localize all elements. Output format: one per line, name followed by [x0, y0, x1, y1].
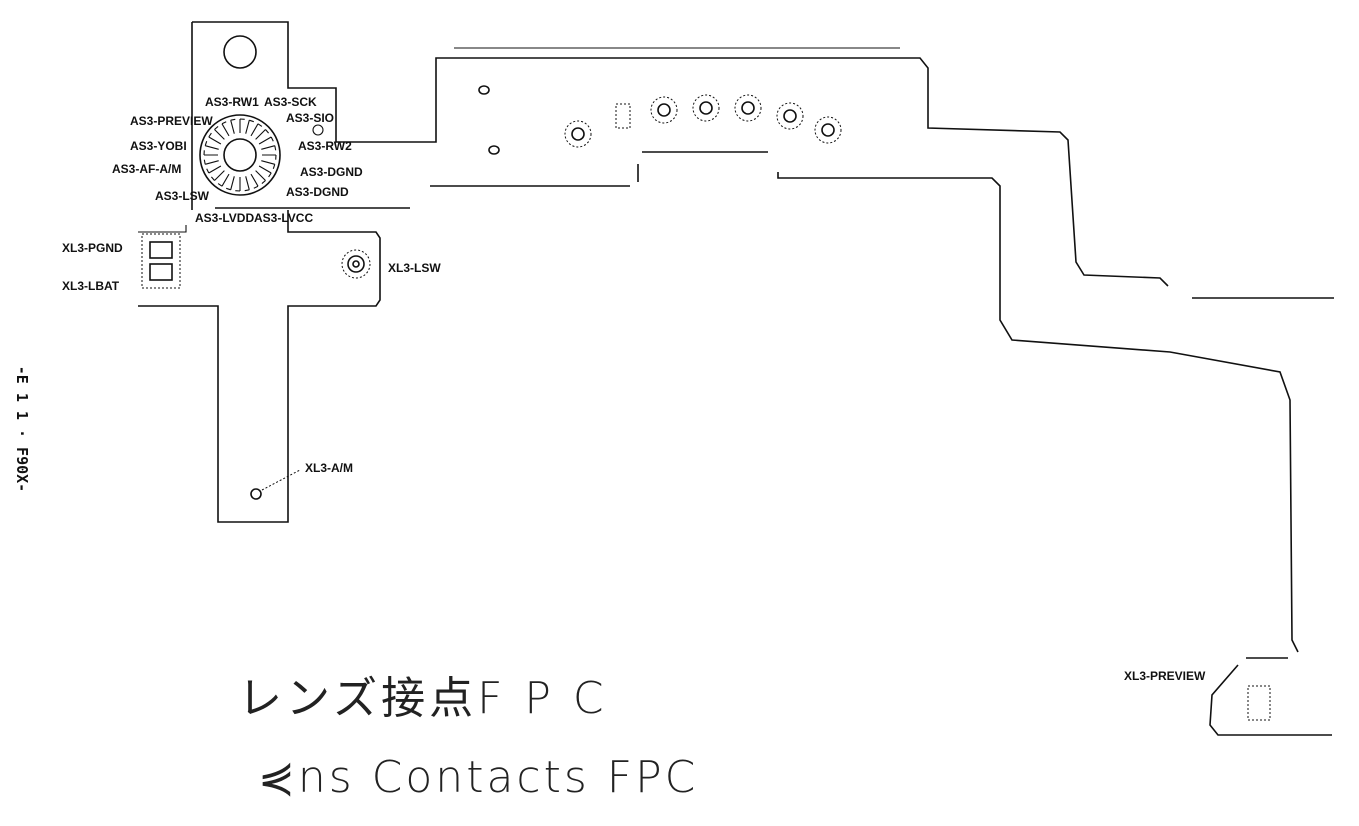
label-as3-sio: AS3-SIO [286, 111, 334, 125]
wheel-spoke [203, 159, 219, 165]
wheel-spoke [262, 154, 277, 160]
wheel-spoke [203, 150, 218, 156]
wheel-spoke [235, 177, 241, 192]
label-as3-dgnd-2: AS3-DGND [286, 185, 349, 199]
label-as3-preview: AS3-PREVIEW [130, 114, 213, 128]
contact-row [564, 94, 842, 148]
label-as3-lvdd: AS3-LVDD [195, 211, 254, 225]
label-as3-sck: AS3-SCK [264, 95, 317, 109]
wheel-spoke [261, 160, 276, 169]
mounting-hole [223, 35, 257, 69]
label-as3-lvcc: AS3-LVCC [254, 211, 313, 225]
wheel-spoke [258, 136, 274, 145]
contact-wheel [199, 114, 281, 196]
lsw-contact [341, 249, 371, 279]
wheel-spoke [255, 170, 266, 185]
wheel-spoke [250, 123, 263, 137]
wheel-spoke [210, 170, 225, 181]
label-as3-af-am: AS3-AF-A/M [112, 162, 181, 176]
page-reference: -E 1 1 · F90X- [2, 340, 42, 540]
wheel-spoke [250, 173, 259, 189]
wheel-spoke [221, 121, 230, 137]
page-reference-text: -E 1 1 · F90X- [13, 365, 31, 493]
wheel-spoke [244, 176, 250, 192]
wheel-spoke [206, 165, 222, 174]
wheel-spoke [239, 118, 245, 133]
wheel-spoke [226, 176, 235, 191]
label-xl3-lsw: XL3-LSW [388, 261, 441, 275]
wheel-spoke [217, 173, 230, 187]
label-as3-lsw: AS3-LSW [155, 189, 210, 203]
label-as3-rw1: AS3-RW1 [205, 95, 259, 109]
wheel-spoke [204, 141, 219, 150]
wheel-spoke [230, 118, 236, 134]
diagram-title-japanese: レンズ接点F P C [238, 673, 608, 724]
label-xl3-preview: XL3-PREVIEW [1124, 669, 1206, 683]
pgnd-lbat-pads [141, 233, 181, 289]
label-xl3-lbat: XL3-LBAT [62, 279, 120, 293]
fpc-board-outline [192, 21, 1169, 287]
label-xl3-am: XL3-A/M [305, 461, 353, 475]
wheel-spoke [214, 125, 225, 140]
label-as3-dgnd-1: AS3-DGND [300, 165, 363, 179]
label-xl3-pgnd: XL3-PGND [62, 241, 123, 255]
am-contact [250, 488, 262, 500]
preview-pad [1247, 685, 1271, 721]
diagram-title-english: ⋞ns Contacts FPC [258, 752, 699, 803]
wheel-spoke [258, 165, 272, 178]
wheel-spoke [245, 119, 254, 134]
wheel-spoke [261, 145, 277, 151]
label-as3-yobi: AS3-YOBI [130, 139, 187, 153]
label-as3-rw2: AS3-RW2 [298, 139, 352, 153]
wheel-spoke [208, 132, 222, 145]
wheel-spoke [255, 129, 270, 140]
